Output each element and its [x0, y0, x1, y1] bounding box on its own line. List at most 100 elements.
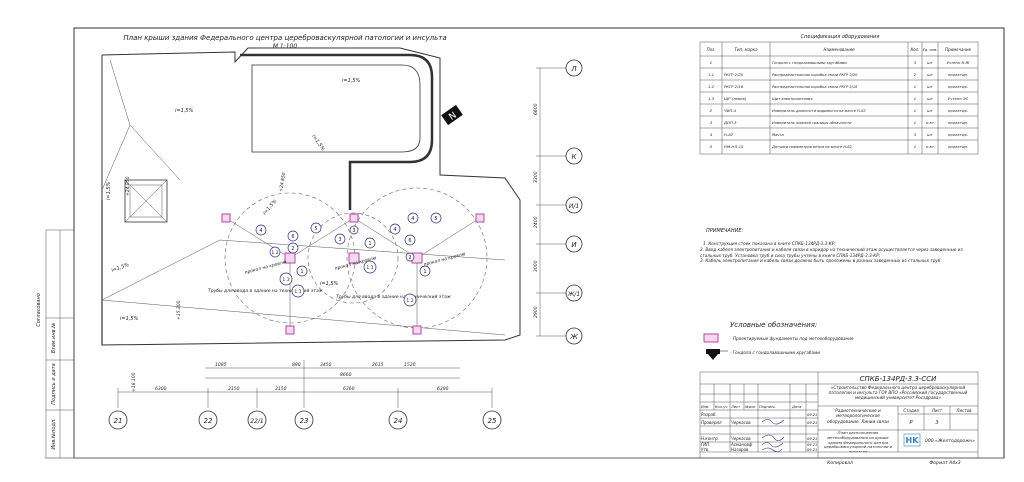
role-label: Проверил — [701, 420, 722, 425]
table-cell: проектир. — [948, 144, 968, 149]
slope-label: i=1,5% — [120, 316, 139, 322]
callout: 2 — [287, 242, 299, 254]
table-cell: проектир. — [948, 84, 968, 89]
note-item: 2. Ввод кабеля электропитания и кабеля с… — [700, 247, 963, 258]
dimension: 890 — [292, 362, 301, 368]
callout: 1 — [296, 265, 308, 277]
doc-code: СПКБ-134РД-3.3-ССИ — [860, 375, 937, 383]
dimension: 1520 — [404, 362, 416, 368]
callout: 5 — [310, 222, 322, 234]
callout: 1 — [364, 237, 376, 249]
table-cell: 1.3 — [708, 96, 715, 101]
svg-text:N: N — [448, 111, 459, 123]
table-cell: 2 — [914, 72, 917, 77]
svg-text:HK: HK — [906, 436, 920, 445]
table-cell: Гондола с гондолавашными кругабами — [772, 61, 847, 65]
drawing-scale: М 1:100 — [273, 43, 298, 50]
table-cell: Измеритель дальности видимости на мачте … — [772, 109, 866, 113]
table-cell: шт — [927, 84, 933, 89]
axis-label: Ж — [569, 333, 578, 341]
callout: 5 — [430, 212, 442, 224]
svg-text:4: 4 — [259, 228, 262, 234]
axis-label: Ж/1 — [567, 291, 580, 298]
right-axes: Л К И/1 И Ж/1 Ж — [565, 59, 583, 345]
right-dimensions: 6600 3300 2400 3000 2900 — [533, 67, 570, 337]
slope-label: i=1,5% — [310, 134, 326, 153]
table-header: Примечание — [945, 47, 972, 52]
person-name: Черкасов — [731, 436, 751, 441]
legend-heading: Условные обозначения: — [730, 321, 817, 329]
roof-plan: N — [101, 47, 521, 346]
equipment-callouts: 1 1.1 1.2 1.3 2 3 4 5 6 1 1 4 4 5 6 3 2 … — [255, 212, 442, 307]
col-header: Подпись — [759, 405, 775, 409]
table-cell: Учтено К.Ж — [946, 60, 970, 65]
company-name: 000 «Желтодорожн» — [925, 438, 975, 444]
dimension: 1095 — [215, 362, 227, 368]
stamp-label: Инв.№подл. — [51, 418, 57, 449]
person-name: Назаров — [731, 447, 749, 452]
drawing-title: План крыши здания Федерального центра це… — [123, 34, 446, 42]
dimension: 2400 — [533, 216, 539, 228]
table-cell: 1 — [914, 120, 916, 125]
legend-gondola-symbol — [706, 349, 728, 360]
date: 09.21 — [807, 448, 817, 452]
legend: Условные обозначения: - Проектируемые фу… — [703, 321, 854, 360]
table-cell: шт — [927, 108, 933, 113]
axis-label: К — [572, 153, 578, 161]
signature — [761, 447, 783, 453]
callout: 1.2 — [403, 293, 417, 307]
callout: 4 — [407, 212, 419, 224]
signature — [761, 442, 784, 448]
callout: 1 — [419, 265, 431, 277]
axis-label: 22 — [204, 417, 213, 425]
date: 09.21 — [807, 437, 817, 441]
callout: 3 — [349, 225, 359, 235]
table-cell: проектир. — [948, 108, 968, 113]
col-header: Изм. — [701, 405, 709, 409]
svg-text:1.1: 1.1 — [294, 289, 301, 295]
bottom-dimensions: 1095 890 3450 2615 1520 8660 6300 3150 3… — [117, 360, 493, 408]
dimension: 3150 — [228, 386, 240, 392]
table-cell: 1.1 — [708, 72, 714, 77]
axis-label: И — [571, 241, 577, 249]
table-cell: проектир. — [948, 132, 968, 137]
format-label: Формат А4х3 — [929, 460, 960, 466]
table-cell: Измеритель нижней границы облачности — [772, 121, 852, 125]
date: 09.21 — [807, 413, 817, 417]
copied-label: Копировал — [827, 460, 853, 466]
svg-text:1.2: 1.2 — [406, 298, 413, 304]
callout: 1.1 — [363, 260, 377, 274]
callout: 1.2 — [269, 246, 281, 258]
sheet-title: План расположения метеооборудования на к… — [823, 431, 893, 452]
table-cell: 2 — [710, 108, 713, 113]
dimension: 6360 — [343, 386, 355, 392]
table-header: Ед. изм. — [923, 48, 938, 52]
elevation-mark: +24.850 — [125, 176, 131, 196]
legend-item: - Гондола с гондолавашными кругабами — [730, 350, 820, 355]
slope-label: i=1,5% — [262, 198, 279, 216]
axis-label: 23 — [300, 417, 309, 425]
callout: 4 — [255, 224, 267, 236]
table-cell: ДОП-3 — [723, 120, 737, 125]
stage-value: Р — [909, 420, 912, 426]
person-name: Черкасов — [731, 420, 751, 425]
table-cell: 5 — [710, 144, 713, 149]
table-cell: Щит электропитания — [772, 97, 813, 101]
table-cell: Распределительная коробка связи РКГР 2/1… — [772, 85, 858, 89]
svg-text:1: 1 — [300, 269, 303, 275]
section-name: Радиотехнические и метеорологическое обо… — [827, 408, 889, 424]
plan-note: прокол на кровлю — [244, 260, 287, 276]
col-header: №док — [744, 405, 756, 409]
slope-label: i=1,5% — [111, 262, 130, 274]
side-stamp: Взам.инв.№ Подпись и дата Инв.№подл. Сог… — [36, 229, 75, 459]
spec-table: Спецификация оборудования Поз. Тип, марк… — [699, 34, 979, 155]
svg-text:6: 6 — [408, 238, 411, 244]
dimension: 6300 — [155, 386, 167, 392]
table-header: Наименование — [823, 47, 855, 52]
legend-foundation-swatch — [703, 333, 719, 343]
project-name: «Строительство Федерального центра цереб… — [828, 385, 968, 401]
dimension: 3300 — [533, 171, 539, 183]
callout: 4 — [389, 223, 401, 235]
table-header: Кол. — [910, 47, 919, 52]
